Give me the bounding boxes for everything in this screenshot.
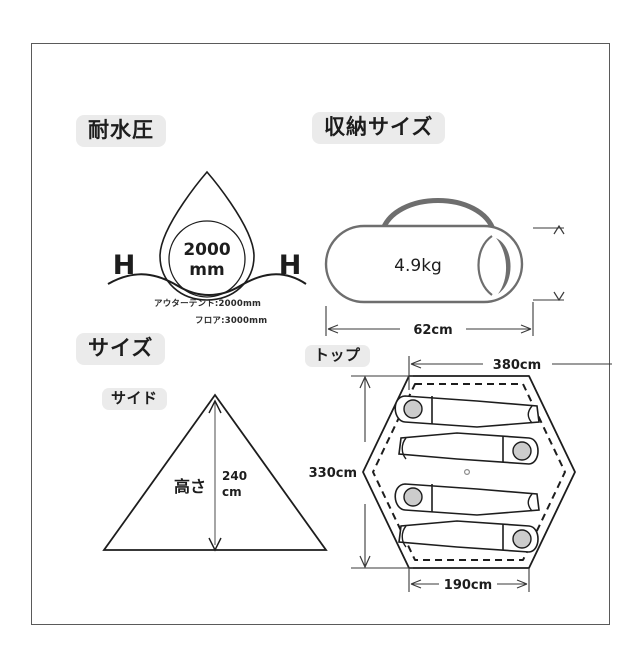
bag-height-arrow-down — [553, 291, 565, 302]
bag-end-seam — [477, 235, 493, 296]
side-view-diagram: 高さ 240 cm — [90, 387, 330, 567]
side-height-value-line2: cm — [222, 485, 242, 499]
waterproof-left-letter: H — [113, 250, 136, 281]
waterproof-note-outer: アウターテント:2000mm — [154, 299, 262, 309]
section-title-storage-size: 収納サイズ — [312, 112, 446, 145]
side-height-label: 高さ — [174, 477, 206, 496]
water-wave-line — [107, 273, 307, 296]
bag-body — [324, 224, 524, 304]
bag-dim-arrow-right — [520, 324, 532, 334]
side-height-arrow-down — [208, 537, 222, 552]
sleeping-bag-1 — [394, 395, 540, 428]
tent-hexagon-inner-dashed — [372, 383, 566, 561]
top-depth-arrow-up — [359, 375, 371, 389]
bag-height-arrow-up — [553, 224, 565, 235]
waterproof-note-floor: フロア:3000mm — [195, 316, 268, 326]
side-height-arrow-up — [208, 399, 222, 414]
bag-handle — [379, 198, 497, 235]
sleeping-bag-3 — [394, 483, 540, 516]
top-bottom-arrow-left — [410, 579, 422, 589]
tent-center-marker — [464, 468, 471, 475]
waterproof-diagram: 2000 mm H H — [102, 164, 312, 309]
sub-title-top-view: トップ — [305, 345, 370, 368]
sleeping-bag-1-head — [403, 399, 423, 419]
waterproof-value-line1: 2000 — [183, 240, 230, 260]
spec-sheet-frame: 耐水圧 2000 mm H H アウターテント:2000mm フロア:3000m… — [31, 43, 612, 625]
top-depth-arrow-down — [359, 555, 371, 569]
top-width-label: 380cm — [493, 358, 541, 373]
sleeping-bag-4-head — [512, 529, 532, 549]
sleeping-bag-4 — [398, 520, 539, 553]
sleeping-bag-2-head — [512, 441, 532, 461]
waterproof-value-line2: mm — [189, 260, 224, 280]
water-drop-inner-circle — [168, 220, 246, 298]
top-view-diagram: 380cm 330cm 190cm — [309, 344, 612, 594]
bag-dim-arrow-left — [327, 324, 339, 334]
sub-title-side-view: サイド — [102, 388, 167, 411]
waterproof-right-letter: H — [279, 250, 302, 281]
sleeping-bag-3-head — [403, 487, 423, 507]
bag-length-label: 62cm — [413, 323, 452, 338]
top-bottom-arrow-right — [516, 579, 528, 589]
sleeping-bag-2 — [398, 432, 539, 465]
bag-weight-label: 4.9kg — [394, 256, 442, 276]
side-height-value-line1: 240 — [222, 469, 247, 483]
top-depth-label: 330cm — [309, 466, 357, 481]
top-width-arrow-left — [410, 359, 422, 369]
section-title-size: サイズ — [76, 333, 166, 366]
bag-end-crescent — [496, 238, 511, 294]
top-bottom-label: 190cm — [444, 578, 492, 593]
storage-bag-diagram: 4.9kg 62cm — [314, 164, 584, 338]
section-title-waterproof: 耐水圧 — [76, 115, 166, 148]
